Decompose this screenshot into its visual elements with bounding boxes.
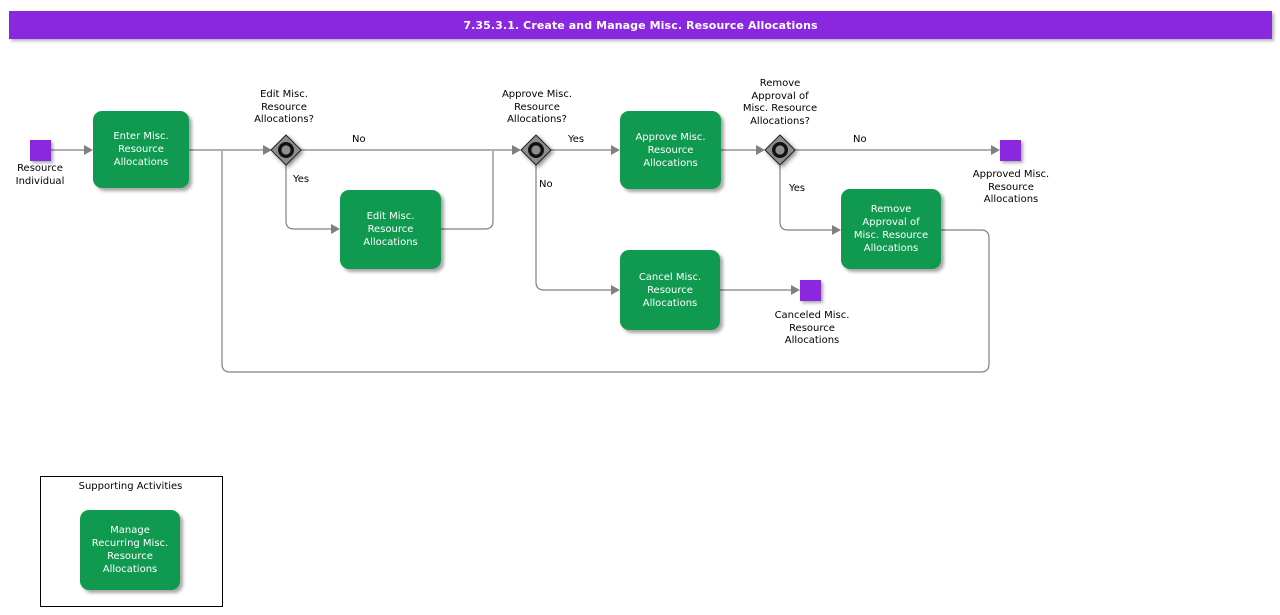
edge-label-no: No	[539, 179, 553, 190]
edge-decision-edit-no	[301, 145, 521, 155]
task-cancel-misc-resource-allocations[interactable]: Cancel Misc. Resource Allocations	[620, 250, 720, 330]
task-label: Remove Approval of Misc. Resource Alloca…	[853, 204, 929, 254]
edge-decision-approve-no	[535, 165, 620, 295]
edge-decision-remove-yes	[779, 166, 841, 235]
end-event-canceled-misc-resource-allocations	[800, 280, 821, 301]
decision-diamond-icon	[764, 134, 796, 166]
diagram-title: 7.35.3.1. Create and Manage Misc. Resour…	[463, 18, 818, 32]
edge-cancel-to-canceled	[720, 285, 800, 295]
end-event-approved-misc-resource-allocations	[1000, 140, 1021, 161]
task-label: Enter Misc. Resource Allocations	[113, 131, 169, 168]
end-event-label: Approved Misc. Resource Allocations	[972, 169, 1050, 205]
decision-approve-misc-resource-allocations	[519, 133, 553, 167]
edge-decision-remove-no	[795, 145, 1000, 155]
edge-enter-to-decision-edit	[189, 145, 272, 155]
task-remove-approval-misc-resource-allocations[interactable]: Remove Approval of Misc. Resource Alloca…	[841, 189, 941, 269]
decision-remove-label: Remove Approval of Misc. Resource Alloca…	[742, 78, 818, 127]
task-label: Edit Misc. Resource Allocations	[363, 211, 418, 248]
decision-edit-misc-resource-allocations	[269, 133, 303, 167]
edge-label-no: No	[853, 134, 867, 145]
decision-diamond-icon	[520, 134, 552, 166]
supporting-activities-title: Supporting Activities	[78, 481, 183, 492]
start-event-resource-individual	[30, 140, 51, 161]
edge-decision-edit-yes	[285, 165, 340, 234]
decision-diamond-icon	[270, 134, 302, 166]
task-enter-misc-resource-allocations[interactable]: Enter Misc. Resource Allocations	[93, 111, 189, 188]
task-label: Approve Misc. Resource Allocations	[635, 131, 706, 169]
decision-approve-label: Approve Misc. Resource Allocations?	[501, 89, 573, 125]
edge-decision-approve-yes	[551, 145, 620, 155]
edge-label-yes: Yes	[568, 134, 585, 145]
edge-label-yes: Yes	[789, 183, 806, 194]
edge-approve-to-decision-remove	[721, 145, 765, 155]
task-label: Cancel Misc. Resource Allocations	[638, 271, 702, 309]
task-approve-misc-resource-allocations[interactable]: Approve Misc. Resource Allocations	[620, 111, 721, 189]
task-manage-recurring-misc-resource-allocations[interactable]: Manage Recurring Misc. Resource Allocati…	[80, 510, 180, 590]
edge-remove-loop-back	[221, 151, 990, 373]
edge-start-to-enter	[50, 145, 93, 155]
decision-edit-label: Edit Misc. Resource Allocations?	[254, 89, 314, 125]
decision-remove-approval-misc-resource-allocations	[763, 133, 797, 167]
start-event-label: Resource Individual	[15, 163, 65, 187]
end-event-label: Canceled Misc. Resource Allocations	[774, 310, 850, 346]
task-edit-misc-resource-allocations[interactable]: Edit Misc. Resource Allocations	[340, 190, 441, 269]
task-label: Manage Recurring Misc. Resource Allocati…	[91, 525, 169, 575]
edge-label-yes: Yes	[293, 174, 310, 185]
title-bar: 7.35.3.1. Create and Manage Misc. Resour…	[9, 11, 1272, 39]
edge-label-no: No	[352, 134, 366, 145]
edge-edit-to-main	[441, 151, 494, 230]
